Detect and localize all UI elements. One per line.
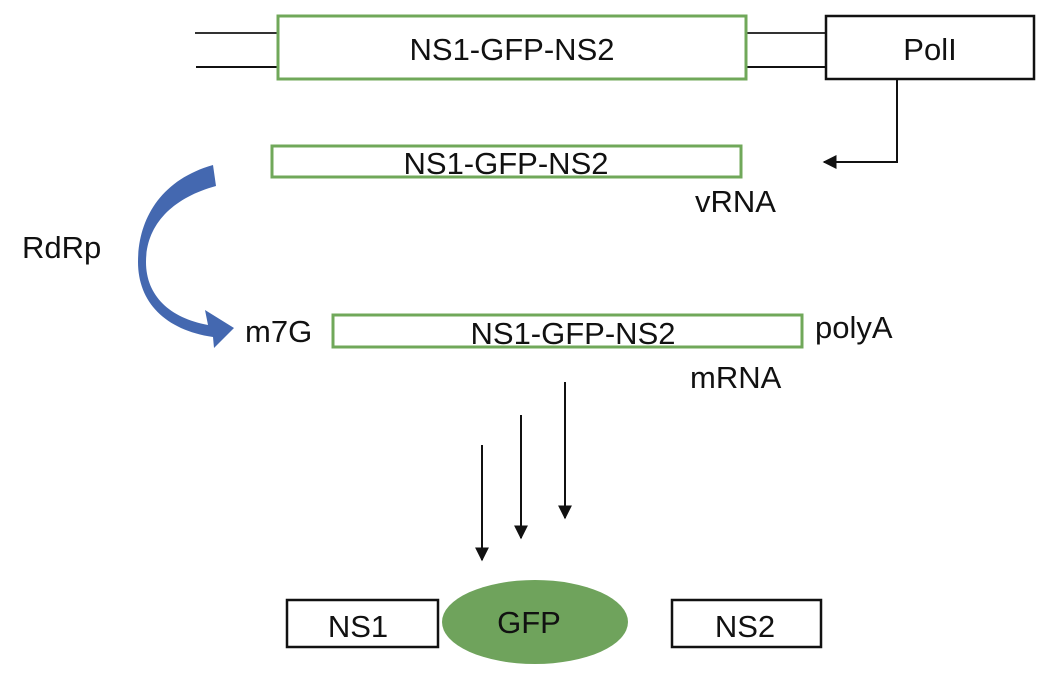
plasmid-gene-label: NS1-GFP-NS2 <box>410 32 615 67</box>
protein-ns1-label: NS1 <box>328 609 388 644</box>
protein-ns2-box: NS2 <box>670 598 823 649</box>
protein-gfp-label: GFP <box>497 605 561 640</box>
rdrp-label: RdRp <box>22 230 101 265</box>
mrna-cap-label: m7G <box>245 314 312 349</box>
protein-gfp-ellipse: GFP <box>442 580 628 664</box>
transcription-arrow <box>822 78 898 169</box>
vrna-type-label: vRNA <box>695 184 776 219</box>
mrna-box: NS1-GFP-NS2 <box>331 313 804 351</box>
rdrp-arrow-icon <box>138 165 234 348</box>
plasmid-gene-box: NS1-GFP-NS2 <box>276 14 748 81</box>
vrna-gene-label: NS1-GFP-NS2 <box>404 146 609 181</box>
mrna-tail-label: polyA <box>815 310 893 345</box>
mrna-gene-label: NS1-GFP-NS2 <box>471 316 676 351</box>
protein-ns2-label: NS2 <box>715 609 775 644</box>
protein-ns1-box: NS1 <box>285 598 440 649</box>
vrna-box: NS1-GFP-NS2 <box>270 144 743 181</box>
poli-promoter-box: PolI <box>824 14 1036 81</box>
mrna-type-label: mRNA <box>690 360 782 395</box>
poli-promoter-label: PolI <box>903 32 956 67</box>
